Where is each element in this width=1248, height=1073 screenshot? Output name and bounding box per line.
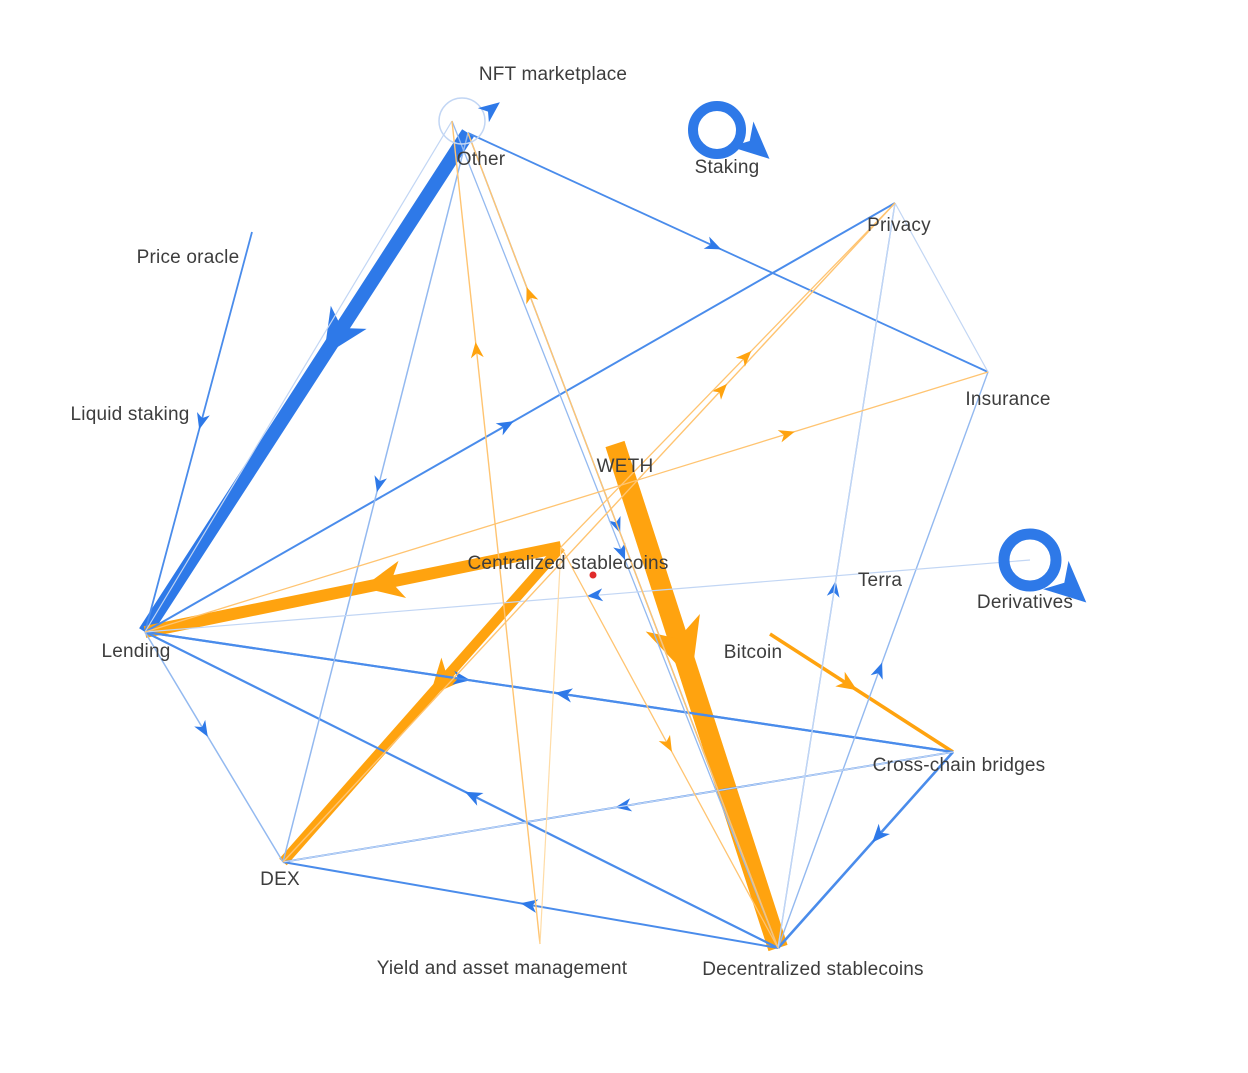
node-label-weth[interactable]: WETH xyxy=(596,456,654,477)
node-label-insurance[interactable]: Insurance xyxy=(965,389,1051,410)
arrowhead-lending-privacy xyxy=(495,421,514,436)
edge-nft-lending[interactable] xyxy=(144,120,453,633)
node-label-staking[interactable]: Staking xyxy=(694,157,760,178)
self-loop-arrowhead-staking xyxy=(730,121,770,159)
edge-cent-dex[interactable] xyxy=(279,543,565,866)
node-label-bitcoin[interactable]: Bitcoin xyxy=(723,642,783,663)
arrowhead-cross-lending xyxy=(554,688,573,703)
node-label-dex[interactable]: DEX xyxy=(260,869,300,890)
node-label-cent[interactable]: Centralized stablecoins xyxy=(467,553,669,574)
self-loop-arrowhead-nft xyxy=(477,102,500,123)
edge-privacy-dec[interactable] xyxy=(777,202,896,949)
node-label-liquid_staking[interactable]: Liquid staking xyxy=(70,404,190,425)
arrowhead-derivatives-lending xyxy=(586,588,604,602)
node-label-dec[interactable]: Decentralized stablecoins xyxy=(702,959,924,980)
edge-lending-privacy[interactable] xyxy=(144,202,896,633)
node-label-derivatives[interactable]: Derivatives xyxy=(976,592,1074,613)
arrowhead-lending-insurance xyxy=(777,430,795,443)
edge-dex-privacy[interactable] xyxy=(282,202,896,863)
arrowhead-yield-nft xyxy=(470,342,484,359)
arrowhead-nft-dec xyxy=(613,542,626,560)
arrowhead-dec-insurance xyxy=(870,662,883,680)
edge-yield-nft[interactable] xyxy=(451,120,541,945)
arrowhead-dec-lending xyxy=(464,791,484,806)
edge-price_oracle-lending[interactable] xyxy=(144,231,253,633)
edge-other-dex[interactable] xyxy=(282,132,469,863)
self-loop-nft[interactable] xyxy=(438,97,486,145)
edge-other-lending[interactable] xyxy=(139,129,474,636)
arrowhead-weth-dec xyxy=(645,614,700,680)
edge-dex-cross[interactable] xyxy=(282,751,954,863)
arrowhead-dex-privacy xyxy=(711,383,727,400)
edge-cross-dec[interactable] xyxy=(777,751,954,949)
edge-bitcoin-cross[interactable] xyxy=(769,632,954,754)
arrowhead-cent-privacy xyxy=(735,351,752,367)
edge-cent-yield[interactable] xyxy=(539,546,562,945)
edge-other-insurance[interactable] xyxy=(467,132,989,373)
arrowhead-other-insurance xyxy=(703,236,722,250)
edge-cent-privacy[interactable] xyxy=(560,202,896,548)
edge-privacy-insurance[interactable] xyxy=(894,202,989,373)
edge-nft-dec[interactable] xyxy=(451,120,779,949)
node-label-privacy[interactable]: Privacy xyxy=(867,215,931,236)
node-label-price_oracle[interactable]: Price oracle xyxy=(136,247,240,268)
arrowhead-cross-dec xyxy=(872,823,890,843)
edge-cent-lending[interactable] xyxy=(143,541,563,638)
arrowhead-lending-dex xyxy=(194,719,208,737)
arrowhead-cross-dex xyxy=(615,798,633,812)
node-label-other[interactable]: Other xyxy=(456,149,506,170)
red-dot xyxy=(589,571,597,579)
arrowhead-bitcoin-cross xyxy=(835,671,858,691)
self-loop-staking[interactable] xyxy=(688,101,746,159)
edge-cross-lending[interactable] xyxy=(144,630,954,754)
node-label-cross[interactable]: Cross-chain bridges xyxy=(872,755,1046,776)
edge-lending-insurance[interactable] xyxy=(144,371,989,633)
node-label-yield[interactable]: Yield and asset management xyxy=(376,958,628,979)
arrowhead-cent-dec xyxy=(658,734,672,752)
node-label-lending[interactable]: Lending xyxy=(101,641,171,662)
node-label-nft[interactable]: NFT marketplace xyxy=(478,64,628,85)
self-loop-arrowhead-derivatives xyxy=(1043,560,1087,603)
self-loop-derivatives[interactable] xyxy=(998,528,1062,592)
arrowhead-other-dex xyxy=(374,475,387,493)
edge-lending-dex[interactable] xyxy=(144,631,284,863)
edge-dec-other[interactable] xyxy=(467,132,779,949)
arrowhead-cent-lending xyxy=(362,560,407,598)
arrowhead-other-lending xyxy=(323,305,367,356)
arrowhead-dec-other xyxy=(526,287,539,305)
edge-dec-insurance[interactable] xyxy=(777,371,989,949)
arrowhead-other-dec xyxy=(608,516,621,534)
edge-dec-lending[interactable] xyxy=(144,631,779,949)
edge-weth-dec[interactable] xyxy=(605,440,788,952)
arrowhead-dec-dex xyxy=(520,899,539,913)
arrowhead-price_oracle-lending xyxy=(197,412,210,430)
arrowhead-dec-privacy xyxy=(826,581,840,598)
node-label-terra[interactable]: Terra xyxy=(857,570,903,591)
